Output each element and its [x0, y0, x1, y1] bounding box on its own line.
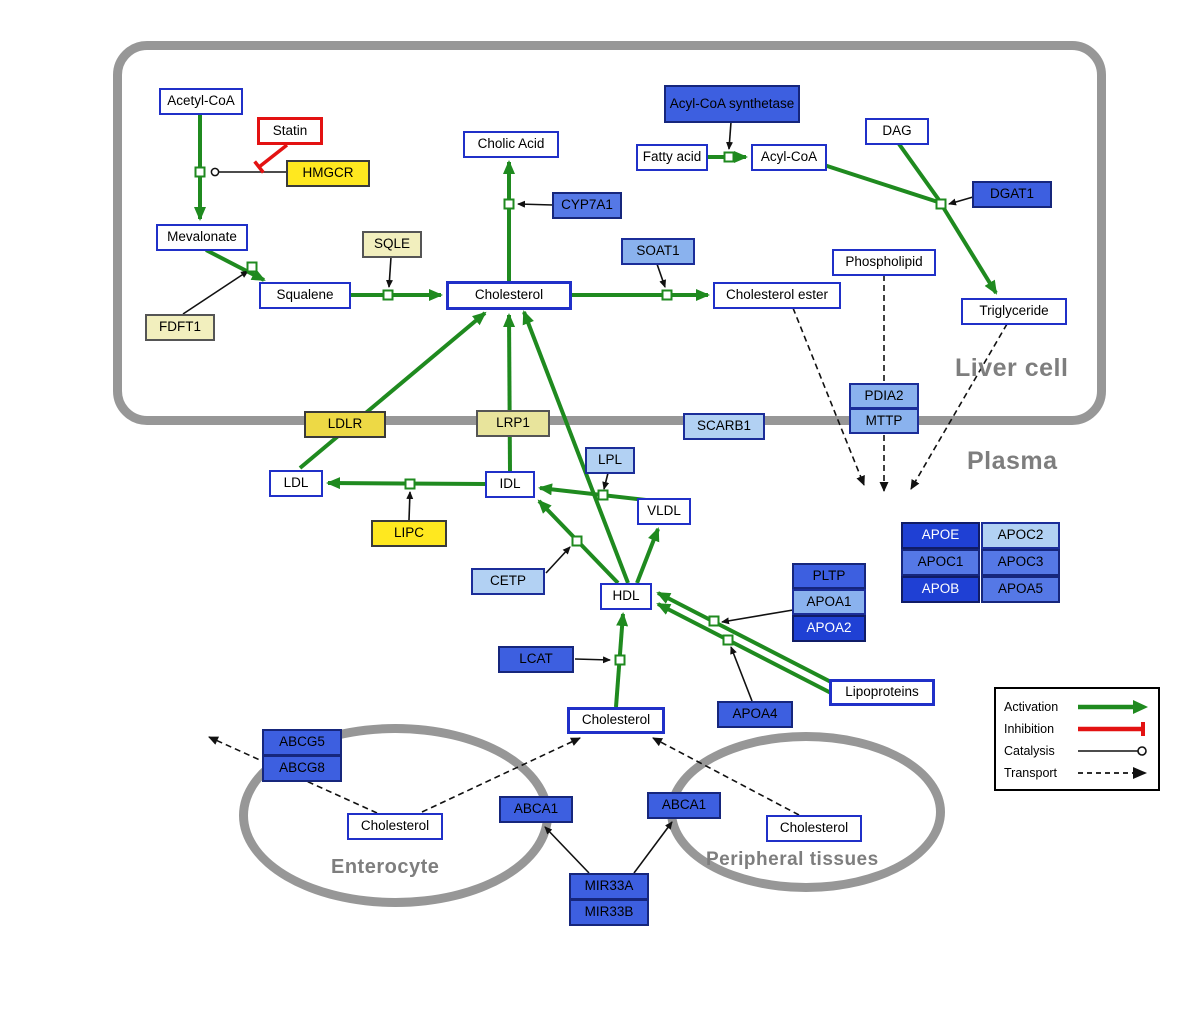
node-apoe[interactable]: APOE	[901, 522, 980, 549]
node-lipoproteins[interactable]: Lipoproteins	[829, 679, 935, 706]
peripheral-tissues-label: Peripheral tissues	[706, 849, 879, 870]
transport-dashed-arrow-icon	[1078, 767, 1147, 779]
node-statin[interactable]: Statin	[257, 117, 323, 145]
node-mevalonate[interactable]: Mevalonate	[156, 224, 248, 251]
node-triglyceride[interactable]: Triglyceride	[961, 298, 1067, 325]
legend-transport-label: Transport	[1004, 766, 1058, 780]
node-squalene[interactable]: Squalene	[259, 282, 351, 309]
node-acetyl-coa[interactable]: Acetyl-CoA	[159, 88, 243, 115]
node-mir33b[interactable]: MIR33B	[569, 899, 649, 926]
node-apoc2[interactable]: APOC2	[981, 522, 1060, 549]
node-apoa5[interactable]: APOA5	[981, 576, 1060, 603]
node-cholesterol-enterocyte[interactable]: Cholesterol	[347, 813, 443, 840]
node-cholesterol-ester[interactable]: Cholesterol ester	[713, 282, 841, 309]
node-apob[interactable]: APOB	[901, 576, 980, 603]
node-cetp[interactable]: CETP	[471, 568, 545, 595]
node-dag[interactable]: DAG	[865, 118, 929, 145]
node-idl[interactable]: IDL	[485, 471, 535, 498]
node-vldl[interactable]: VLDL	[637, 498, 691, 525]
node-apoa2[interactable]: APOA2	[792, 615, 866, 642]
node-apoa1[interactable]: APOA1	[792, 589, 866, 615]
node-acyl-coa-synthetase[interactable]: Acyl-CoA synthetase	[664, 85, 800, 123]
node-ldl[interactable]: LDL	[269, 470, 323, 497]
legend: Activation Inhibition Catalysis Transpor…	[994, 687, 1160, 791]
node-scarb1[interactable]: SCARB1	[683, 413, 765, 440]
node-fdft1[interactable]: FDFT1	[145, 314, 215, 341]
node-pdia2[interactable]: PDIA2	[849, 383, 919, 409]
node-abca1-peripheral[interactable]: ABCA1	[647, 792, 721, 819]
node-mir33a[interactable]: MIR33A	[569, 873, 649, 900]
node-apoc1[interactable]: APOC1	[901, 549, 980, 576]
node-abcg8[interactable]: ABCG8	[262, 755, 342, 782]
node-hmgcr[interactable]: HMGCR	[286, 160, 370, 187]
node-sqle[interactable]: SQLE	[362, 231, 422, 258]
activation-arrow-icon	[1078, 700, 1148, 714]
node-abca1-enterocyte[interactable]: ABCA1	[499, 796, 573, 823]
legend-catalysis-row: Catalysis	[1004, 740, 1150, 762]
liver-cell-membrane	[113, 41, 1106, 425]
legend-catalysis-label: Catalysis	[1004, 744, 1055, 758]
node-lipc[interactable]: LIPC	[371, 520, 447, 547]
node-cholesterol-peripheral[interactable]: Cholesterol	[766, 815, 862, 842]
node-fatty-acid[interactable]: Fatty acid	[636, 144, 708, 171]
node-cyp7a1[interactable]: CYP7A1	[552, 192, 622, 219]
node-dgat1[interactable]: DGAT1	[972, 181, 1052, 208]
legend-inhibition-row: Inhibition	[1004, 718, 1150, 740]
node-cholesterol-liver[interactable]: Cholesterol	[446, 281, 572, 310]
plasma-label: Plasma	[967, 447, 1058, 475]
node-cholic-acid[interactable]: Cholic Acid	[463, 131, 559, 158]
legend-activation-label: Activation	[1004, 700, 1059, 714]
catalysis-circle-icon	[1078, 746, 1147, 756]
node-cholesterol-plasma[interactable]: Cholesterol	[567, 707, 665, 734]
node-abcg5[interactable]: ABCG5	[262, 729, 342, 756]
inhibition-tbar-icon	[1078, 722, 1145, 736]
node-soat1[interactable]: SOAT1	[621, 238, 695, 265]
node-lpl[interactable]: LPL	[585, 447, 635, 474]
node-phospholipid[interactable]: Phospholipid	[832, 249, 936, 276]
node-hdl[interactable]: HDL	[600, 583, 652, 610]
node-mttp[interactable]: MTTP	[849, 408, 919, 434]
liver-cell-label: Liver cell	[955, 354, 1069, 382]
node-acyl-coa[interactable]: Acyl-CoA	[751, 144, 827, 171]
node-apoa4[interactable]: APOA4	[717, 701, 793, 728]
legend-transport-row: Transport	[1004, 762, 1150, 784]
enterocyte-label: Enterocyte	[331, 856, 440, 878]
node-lcat[interactable]: LCAT	[498, 646, 574, 673]
node-apoc3[interactable]: APOC3	[981, 549, 1060, 576]
legend-inhibition-label: Inhibition	[1004, 722, 1055, 736]
legend-activation-row: Activation	[1004, 696, 1150, 718]
node-pltp[interactable]: PLTP	[792, 563, 866, 589]
node-ldlr[interactable]: LDLR	[304, 411, 386, 438]
node-lrp1[interactable]: LRP1	[476, 410, 550, 437]
